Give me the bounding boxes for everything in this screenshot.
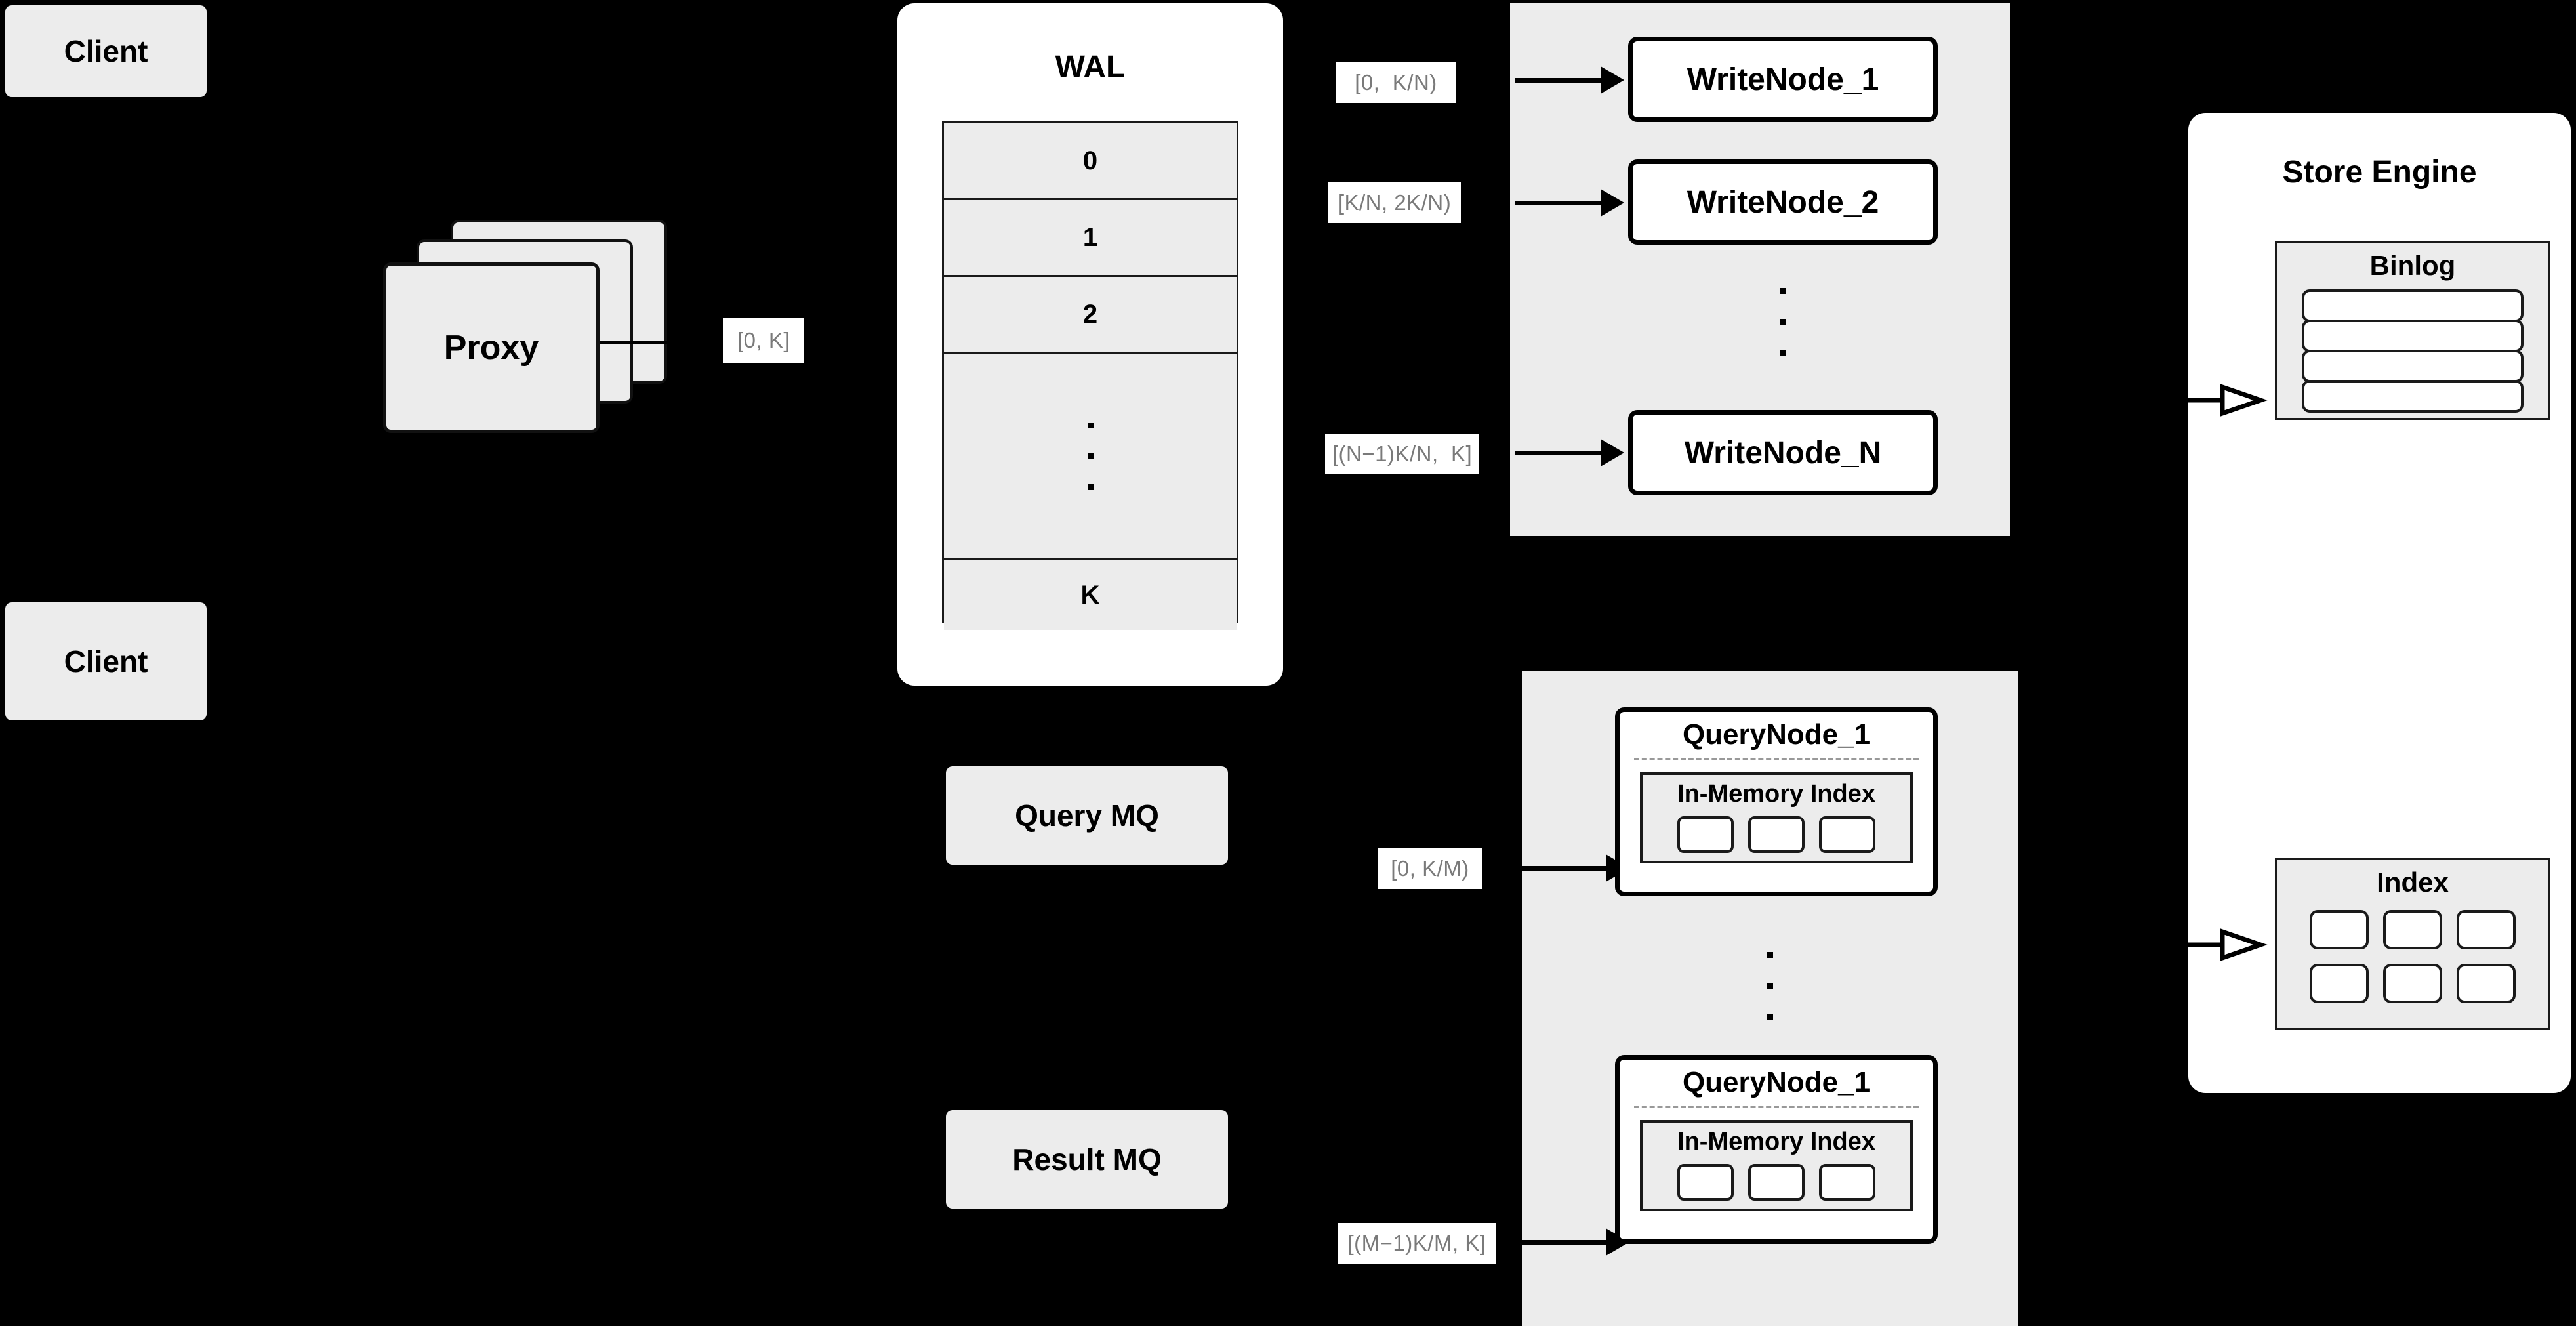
in-memory-index-title: In-Memory Index <box>1677 780 1875 808</box>
query-node-1-range-label: [0, K/M) <box>1378 848 1482 889</box>
arrow-line-querynode-m <box>1521 1240 1606 1245</box>
wal-row[interactable]: K <box>944 560 1237 630</box>
proxy-to-wal-connector <box>600 341 673 344</box>
wal-row-label: 2 <box>1082 299 1098 329</box>
wal-row-label: K <box>1080 580 1100 610</box>
arrow-head-writenode-1 <box>1601 66 1624 94</box>
wal-title: WAL <box>1055 50 1126 85</box>
index-cell[interactable] <box>2383 964 2442 1003</box>
arrow-open-index <box>2188 928 2268 961</box>
arrow-head-writenode-n <box>1601 439 1624 466</box>
client-label: Client <box>64 644 148 678</box>
binlog-title: Binlog <box>2369 250 2456 281</box>
arrow-line-writenode-2 <box>1515 201 1601 205</box>
write-node-n[interactable]: WriteNode_N <box>1628 410 1938 495</box>
binlog-bar[interactable] <box>2302 350 2524 383</box>
proxy-card-front[interactable]: Proxy <box>383 262 600 433</box>
arrow-line-writenode-1 <box>1515 78 1601 83</box>
wal-entry-table: 0 1 2 K <box>942 121 1238 630</box>
wal-row[interactable]: 2 <box>944 277 1237 354</box>
write-node-2-range-label: [K/N, 2K/N) <box>1328 182 1461 223</box>
index-title: Index <box>2377 867 2449 898</box>
index-cell[interactable] <box>2457 964 2516 1003</box>
in-memory-index-box: In-Memory Index <box>1640 1120 1913 1211</box>
write-node-label: WriteNode_2 <box>1687 184 1879 220</box>
client-box-1[interactable]: Client <box>5 5 207 97</box>
query-node-1[interactable]: QueryNode_1 In-Memory Index <box>1615 707 1938 896</box>
index-cell[interactable] <box>1818 816 1875 853</box>
index-cell[interactable] <box>2310 964 2369 1003</box>
arrow-line-querynode-1 <box>1521 866 1606 871</box>
index-cell[interactable] <box>2457 910 2516 949</box>
wal-row[interactable]: 0 <box>944 123 1237 200</box>
query-node-label: QueryNode_1 <box>1682 1066 1871 1098</box>
proxy-range-label: [0, K] <box>723 318 804 363</box>
index-section: Index <box>2275 858 2550 1030</box>
binlog-bar[interactable] <box>2302 289 2524 322</box>
wal-row[interactable]: 1 <box>944 200 1237 277</box>
index-cell[interactable] <box>2383 910 2442 949</box>
write-node-2[interactable]: WriteNode_2 <box>1628 159 1938 245</box>
store-engine-title: Store Engine <box>2282 155 2477 190</box>
result-mq-box[interactable]: Result MQ <box>946 1110 1228 1209</box>
query-node-divider <box>1634 758 1919 760</box>
query-node-m-range-label: [(M−1)K/M, K] <box>1338 1223 1496 1264</box>
query-cluster-ellipsis <box>1758 940 1782 1031</box>
query-node-m[interactable]: QueryNode_1 In-Memory Index <box>1615 1055 1938 1244</box>
result-mq-label: Result MQ <box>1012 1142 1162 1176</box>
query-mq-label: Query MQ <box>1015 798 1159 833</box>
index-cell[interactable] <box>2310 910 2369 949</box>
index-cell[interactable] <box>1818 1164 1875 1201</box>
query-node-divider <box>1634 1106 1919 1108</box>
in-memory-index-title: In-Memory Index <box>1677 1128 1875 1155</box>
arrow-open-binlog <box>2188 384 2268 417</box>
proxy-label: Proxy <box>443 329 539 367</box>
index-cell[interactable] <box>1677 1164 1734 1201</box>
index-cell[interactable] <box>1748 1164 1805 1201</box>
binlog-section: Binlog <box>2275 241 2550 420</box>
query-node-label: QueryNode_1 <box>1682 718 1871 751</box>
wal-row-label: 1 <box>1082 222 1098 252</box>
wal-row-ellipsis <box>944 354 1237 560</box>
write-node-label: WriteNode_N <box>1684 435 1882 470</box>
write-node-n-range-label: [(N−1)K/N, K] <box>1325 434 1479 474</box>
write-node-label: WriteNode_1 <box>1687 62 1879 97</box>
arrow-head-writenode-2 <box>1601 189 1624 217</box>
client-label: Client <box>64 34 148 68</box>
binlog-bar[interactable] <box>2302 380 2524 413</box>
binlog-bar[interactable] <box>2302 320 2524 352</box>
client-box-2[interactable]: Client <box>5 602 207 720</box>
write-node-1-range-label: [0, K/N) <box>1336 62 1456 103</box>
wal-row-label: 0 <box>1082 146 1098 175</box>
index-cell[interactable] <box>1748 816 1805 853</box>
index-cell[interactable] <box>1677 816 1734 853</box>
arrow-line-writenode-n <box>1515 451 1601 455</box>
write-node-1[interactable]: WriteNode_1 <box>1628 37 1938 122</box>
in-memory-index-box: In-Memory Index <box>1640 772 1913 863</box>
query-mq-box[interactable]: Query MQ <box>946 766 1228 865</box>
write-cluster-ellipsis <box>1771 276 1795 367</box>
